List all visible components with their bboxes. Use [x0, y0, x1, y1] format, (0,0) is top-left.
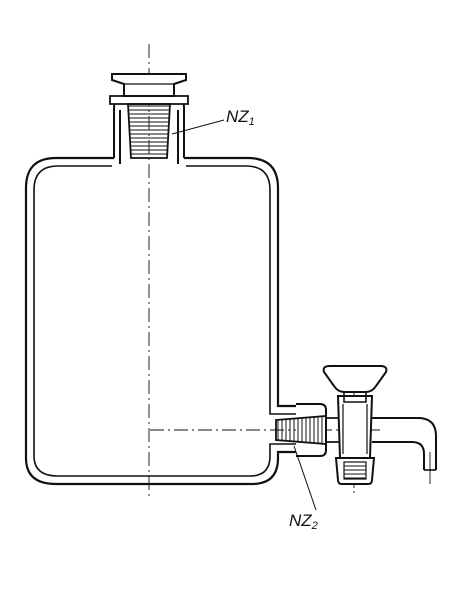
- label-nz2: NZ2: [289, 511, 318, 532]
- bottle-neck-lip: [109, 95, 189, 105]
- bottle-inner-wall: [33, 165, 296, 477]
- tap-ground-joint: [275, 415, 327, 445]
- label-nz1: NZ1: [226, 107, 255, 128]
- leader-line-nz2: [293, 445, 317, 511]
- bottle-outer-wall: [24, 156, 296, 486]
- tap-tube: [326, 417, 340, 443]
- spout: [372, 417, 437, 470]
- stopper-head: [111, 73, 187, 97]
- leader-line-nz1: [171, 119, 225, 135]
- stopcock-handle: [322, 365, 388, 393]
- stopper-ground-joint: [127, 103, 171, 159]
- stopcock-nut-thread: [343, 461, 367, 480]
